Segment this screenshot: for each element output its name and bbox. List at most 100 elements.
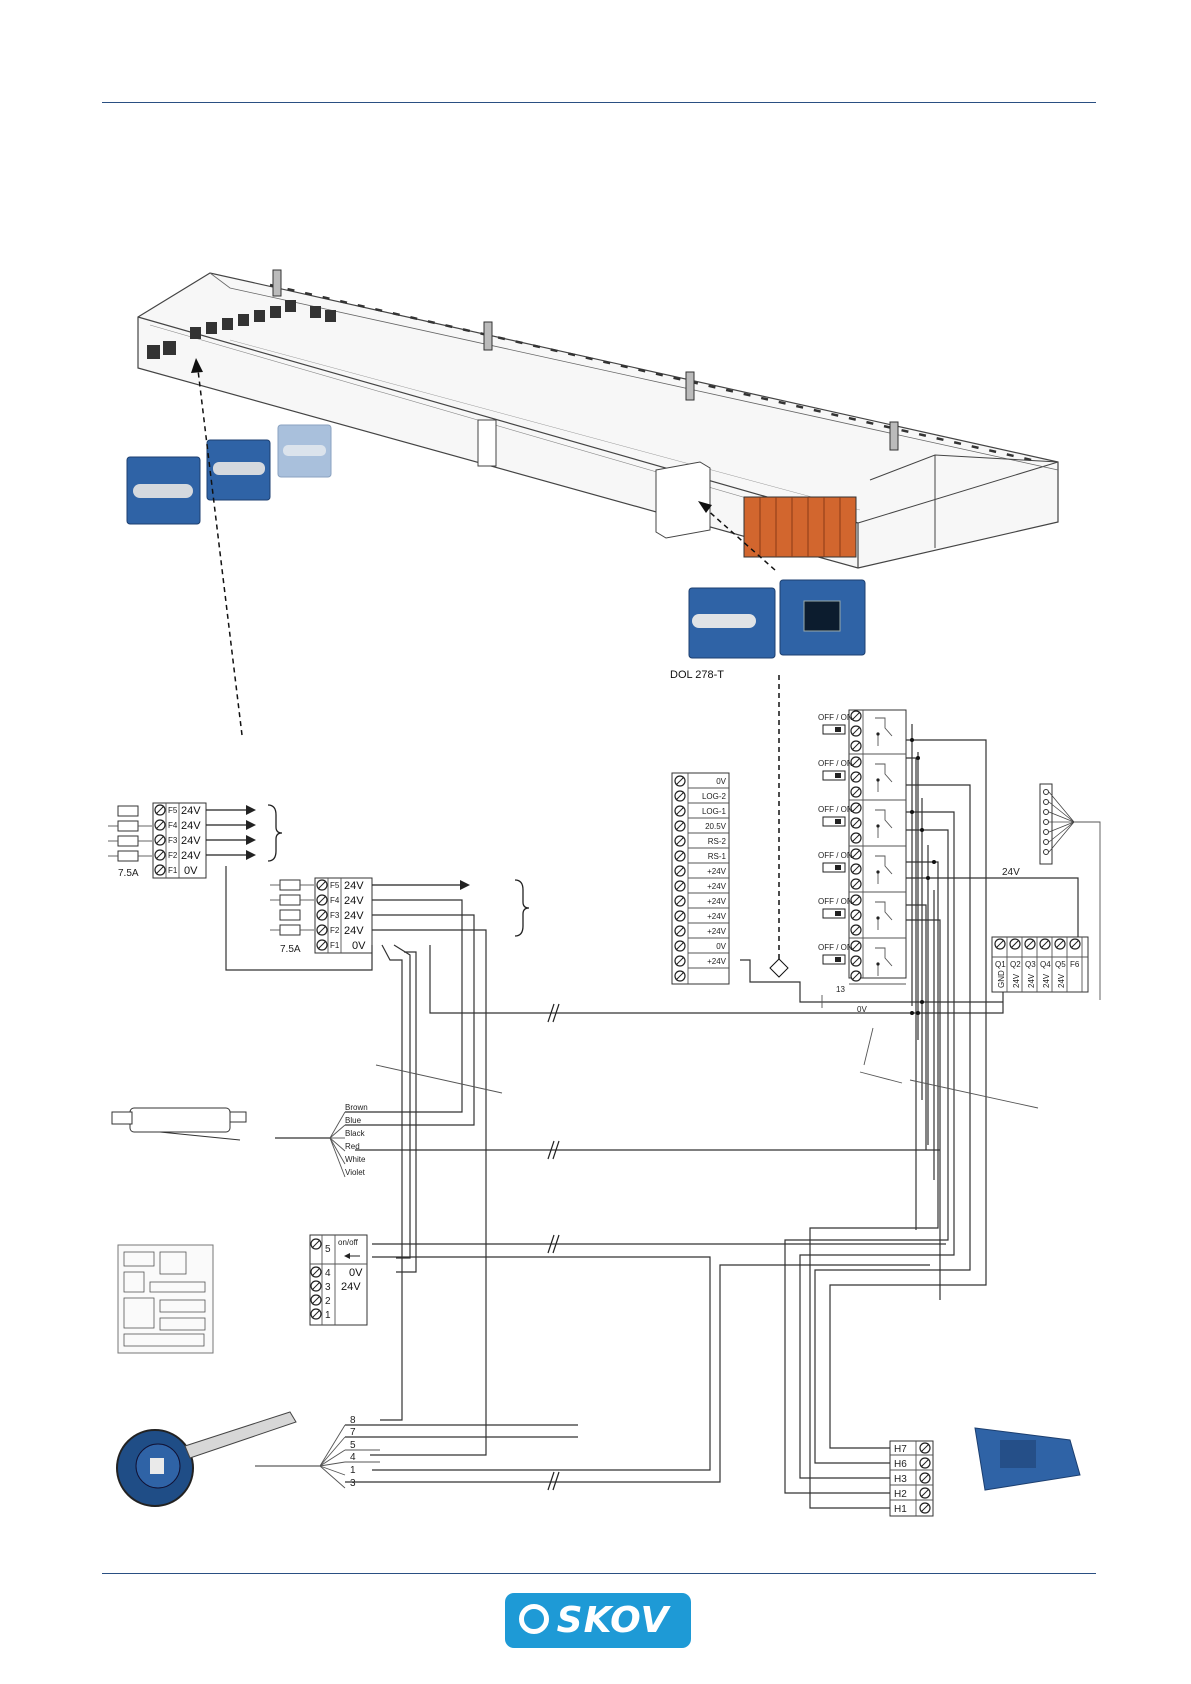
io-switch-label: on/off	[338, 1238, 359, 1247]
skov-logo: SKOV	[505, 1593, 691, 1648]
terminal-id: F3	[330, 911, 340, 920]
wire-white: White	[345, 1155, 366, 1164]
terminal-id: F3	[168, 836, 178, 845]
terminal-id: F5	[168, 806, 178, 815]
controller-terminal-label: LOG-1	[702, 807, 727, 816]
power-module-2: 7.5A F5 24V F4 24V F3 24V F2 24V F1	[270, 877, 530, 955]
q-bottom-label: 24V	[1057, 973, 1066, 988]
controller-terminal-label: +24V	[707, 957, 727, 966]
controller-terminal-label: 0V	[716, 942, 726, 951]
wire-label-13: 13	[836, 985, 845, 994]
controller-terminal-label: +24V	[707, 897, 727, 906]
circuit-board	[117, 1244, 214, 1354]
controller-terminal-label: RS-2	[708, 837, 727, 846]
controller-terminal-label: +24V	[707, 927, 727, 936]
relay-block: OFF / ON OFF / ON OFF / ON OFF / ON OFF / ON…	[818, 709, 907, 985]
barn-illustration	[137, 269, 1059, 569]
q-terminal-label: Q1	[995, 960, 1006, 969]
h-terminal-label: H7	[894, 1444, 907, 1455]
terminal-label: 0V	[352, 940, 366, 952]
brand-name: SKOV	[556, 1600, 670, 1641]
io-terminal-num: 1	[325, 1310, 331, 1321]
controller-terminal-label: +24V	[707, 882, 727, 891]
sensor-wire-7: 7	[350, 1427, 356, 1438]
io-terminal-label: 0V	[349, 1267, 363, 1279]
terminal-id: F2	[330, 926, 340, 935]
pm1-terminals: F5 24V F4 24V F3 24V F2 24V F1 0V	[154, 804, 201, 877]
io-terminal-num: 2	[325, 1296, 331, 1307]
relay-switch-label: OFF / ON	[818, 713, 853, 722]
footer-rule	[102, 1573, 1096, 1574]
fuse-rating: 7.5A	[280, 944, 301, 955]
io-terminal-num: 3	[325, 1282, 331, 1293]
wire-brown: Brown	[345, 1103, 368, 1112]
relay-switch-label: OFF / ON	[818, 759, 853, 768]
actuator-wire-labels: Brown Blue Black Red White Violet	[329, 1103, 368, 1178]
dol-278-t-unit: DOL 278-T	[670, 579, 866, 681]
wire-black: Black	[345, 1129, 366, 1138]
controller-terminal-label: +24V	[707, 867, 727, 876]
controller-terminal-label: 0V	[716, 777, 726, 786]
sensor-wire-8: 8	[350, 1415, 356, 1426]
terminal-label: 0V	[184, 865, 198, 877]
io-terminal-num: 4	[325, 1268, 331, 1279]
sensor-wire-labels: 8 7 5 4 1 3	[319, 1415, 380, 1489]
blue-module-unit	[974, 1427, 1081, 1491]
controller-terminal-label: 20.5V	[705, 822, 727, 831]
terminal-label: 24V	[344, 895, 364, 907]
linear-actuator	[111, 1107, 247, 1141]
q-terminal-label: Q2	[1010, 960, 1021, 969]
controller-terminal-label: +24V	[707, 912, 727, 921]
io-module: on/off 5 4 0V 3 24V 2 1	[309, 1234, 368, 1326]
h-terminal-label: H3	[894, 1474, 907, 1485]
h-terminal-label: H2	[894, 1489, 907, 1500]
relay-switch-label: OFF / ON	[818, 943, 853, 952]
pm2-terminals: F5 24V F4 24V F3 24V F2 24V F1 0V	[316, 879, 366, 952]
logo-mark-icon	[519, 1604, 549, 1634]
sensor-wire-1: 1	[350, 1465, 356, 1476]
controller-terminal-label: LOG-2	[702, 792, 727, 801]
wire-violet: Violet	[345, 1168, 366, 1177]
q-bottom-label: GND	[997, 970, 1006, 988]
room-controller-units	[126, 424, 332, 525]
q-terminal-label: Q3	[1025, 960, 1036, 969]
h-terminal-label: H6	[894, 1459, 907, 1470]
relay-switch-label: OFF / ON	[818, 897, 853, 906]
q-terminal-label: Q4	[1040, 960, 1051, 969]
power-module-1: 7.5A F5 24V F4 24V F3 24V F2 24V F1	[108, 802, 283, 879]
sensor-wire-3: 3	[350, 1478, 356, 1489]
wire-label-24v: 24V	[1002, 867, 1020, 878]
terminal-label: 24V	[181, 850, 201, 862]
device-label: DOL 278-T	[670, 669, 724, 681]
terminal-id: F5	[330, 881, 340, 890]
sensor-wire-4: 4	[350, 1452, 356, 1463]
terminal-id: F4	[168, 821, 178, 830]
q-bottom-label: 24V	[1027, 973, 1036, 988]
terminal-label: 24V	[344, 910, 364, 922]
terminal-label: 24V	[344, 880, 364, 892]
terminal-id: F2	[168, 851, 178, 860]
connection-arrows	[191, 358, 789, 978]
sensor-wire-5: 5	[350, 1440, 356, 1451]
terminal-label: 24V	[181, 820, 201, 832]
io-terminal-num: 5	[325, 1244, 331, 1255]
terminal-label: 24V	[181, 835, 201, 847]
io-terminal-label: 24V	[341, 1281, 361, 1293]
sensor-probe	[116, 1411, 320, 1507]
controller-terminal-label: RS-1	[708, 852, 727, 861]
wire-blue: Blue	[345, 1116, 362, 1125]
h-terminal-label: H1	[894, 1504, 907, 1515]
wire-label-0v: 0V	[857, 1005, 867, 1014]
q-terminal-label: F6	[1070, 960, 1080, 969]
q-terminal-label: Q5	[1055, 960, 1066, 969]
q-bottom-label: 24V	[1042, 973, 1051, 988]
relay-switch-label: OFF / ON	[818, 805, 853, 814]
q-bottom-label: 24V	[1012, 973, 1021, 988]
wiring	[225, 724, 1079, 1509]
terminal-label: 24V	[344, 925, 364, 937]
terminal-id: F1	[330, 941, 340, 950]
fuse-rating: 7.5A	[118, 868, 139, 879]
